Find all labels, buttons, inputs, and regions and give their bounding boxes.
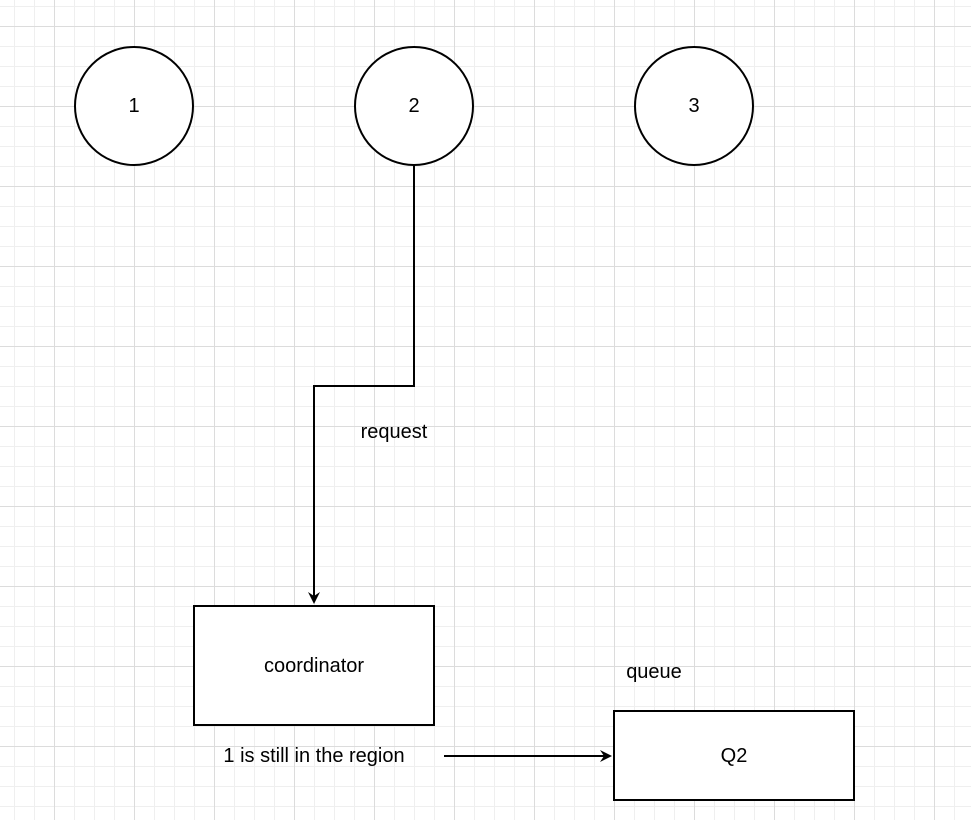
request-connector[interactable] (308, 165, 415, 604)
node-circle-3[interactable] (634, 46, 754, 166)
coordinator-box[interactable] (193, 605, 435, 726)
coordinator-label: coordinator (263, 655, 365, 677)
queue-label: queue (626, 661, 682, 683)
region-note-label: 1 is still in the region (223, 745, 405, 767)
q2-label: Q2 (720, 745, 748, 767)
circle-2-label: 2 (408, 95, 420, 117)
circle-3-label: 3 (688, 95, 700, 117)
node-circle-1[interactable] (74, 46, 194, 166)
circle-1-label: 1 (128, 95, 140, 117)
queue-box[interactable] (613, 710, 855, 801)
request-label: request (360, 421, 428, 443)
